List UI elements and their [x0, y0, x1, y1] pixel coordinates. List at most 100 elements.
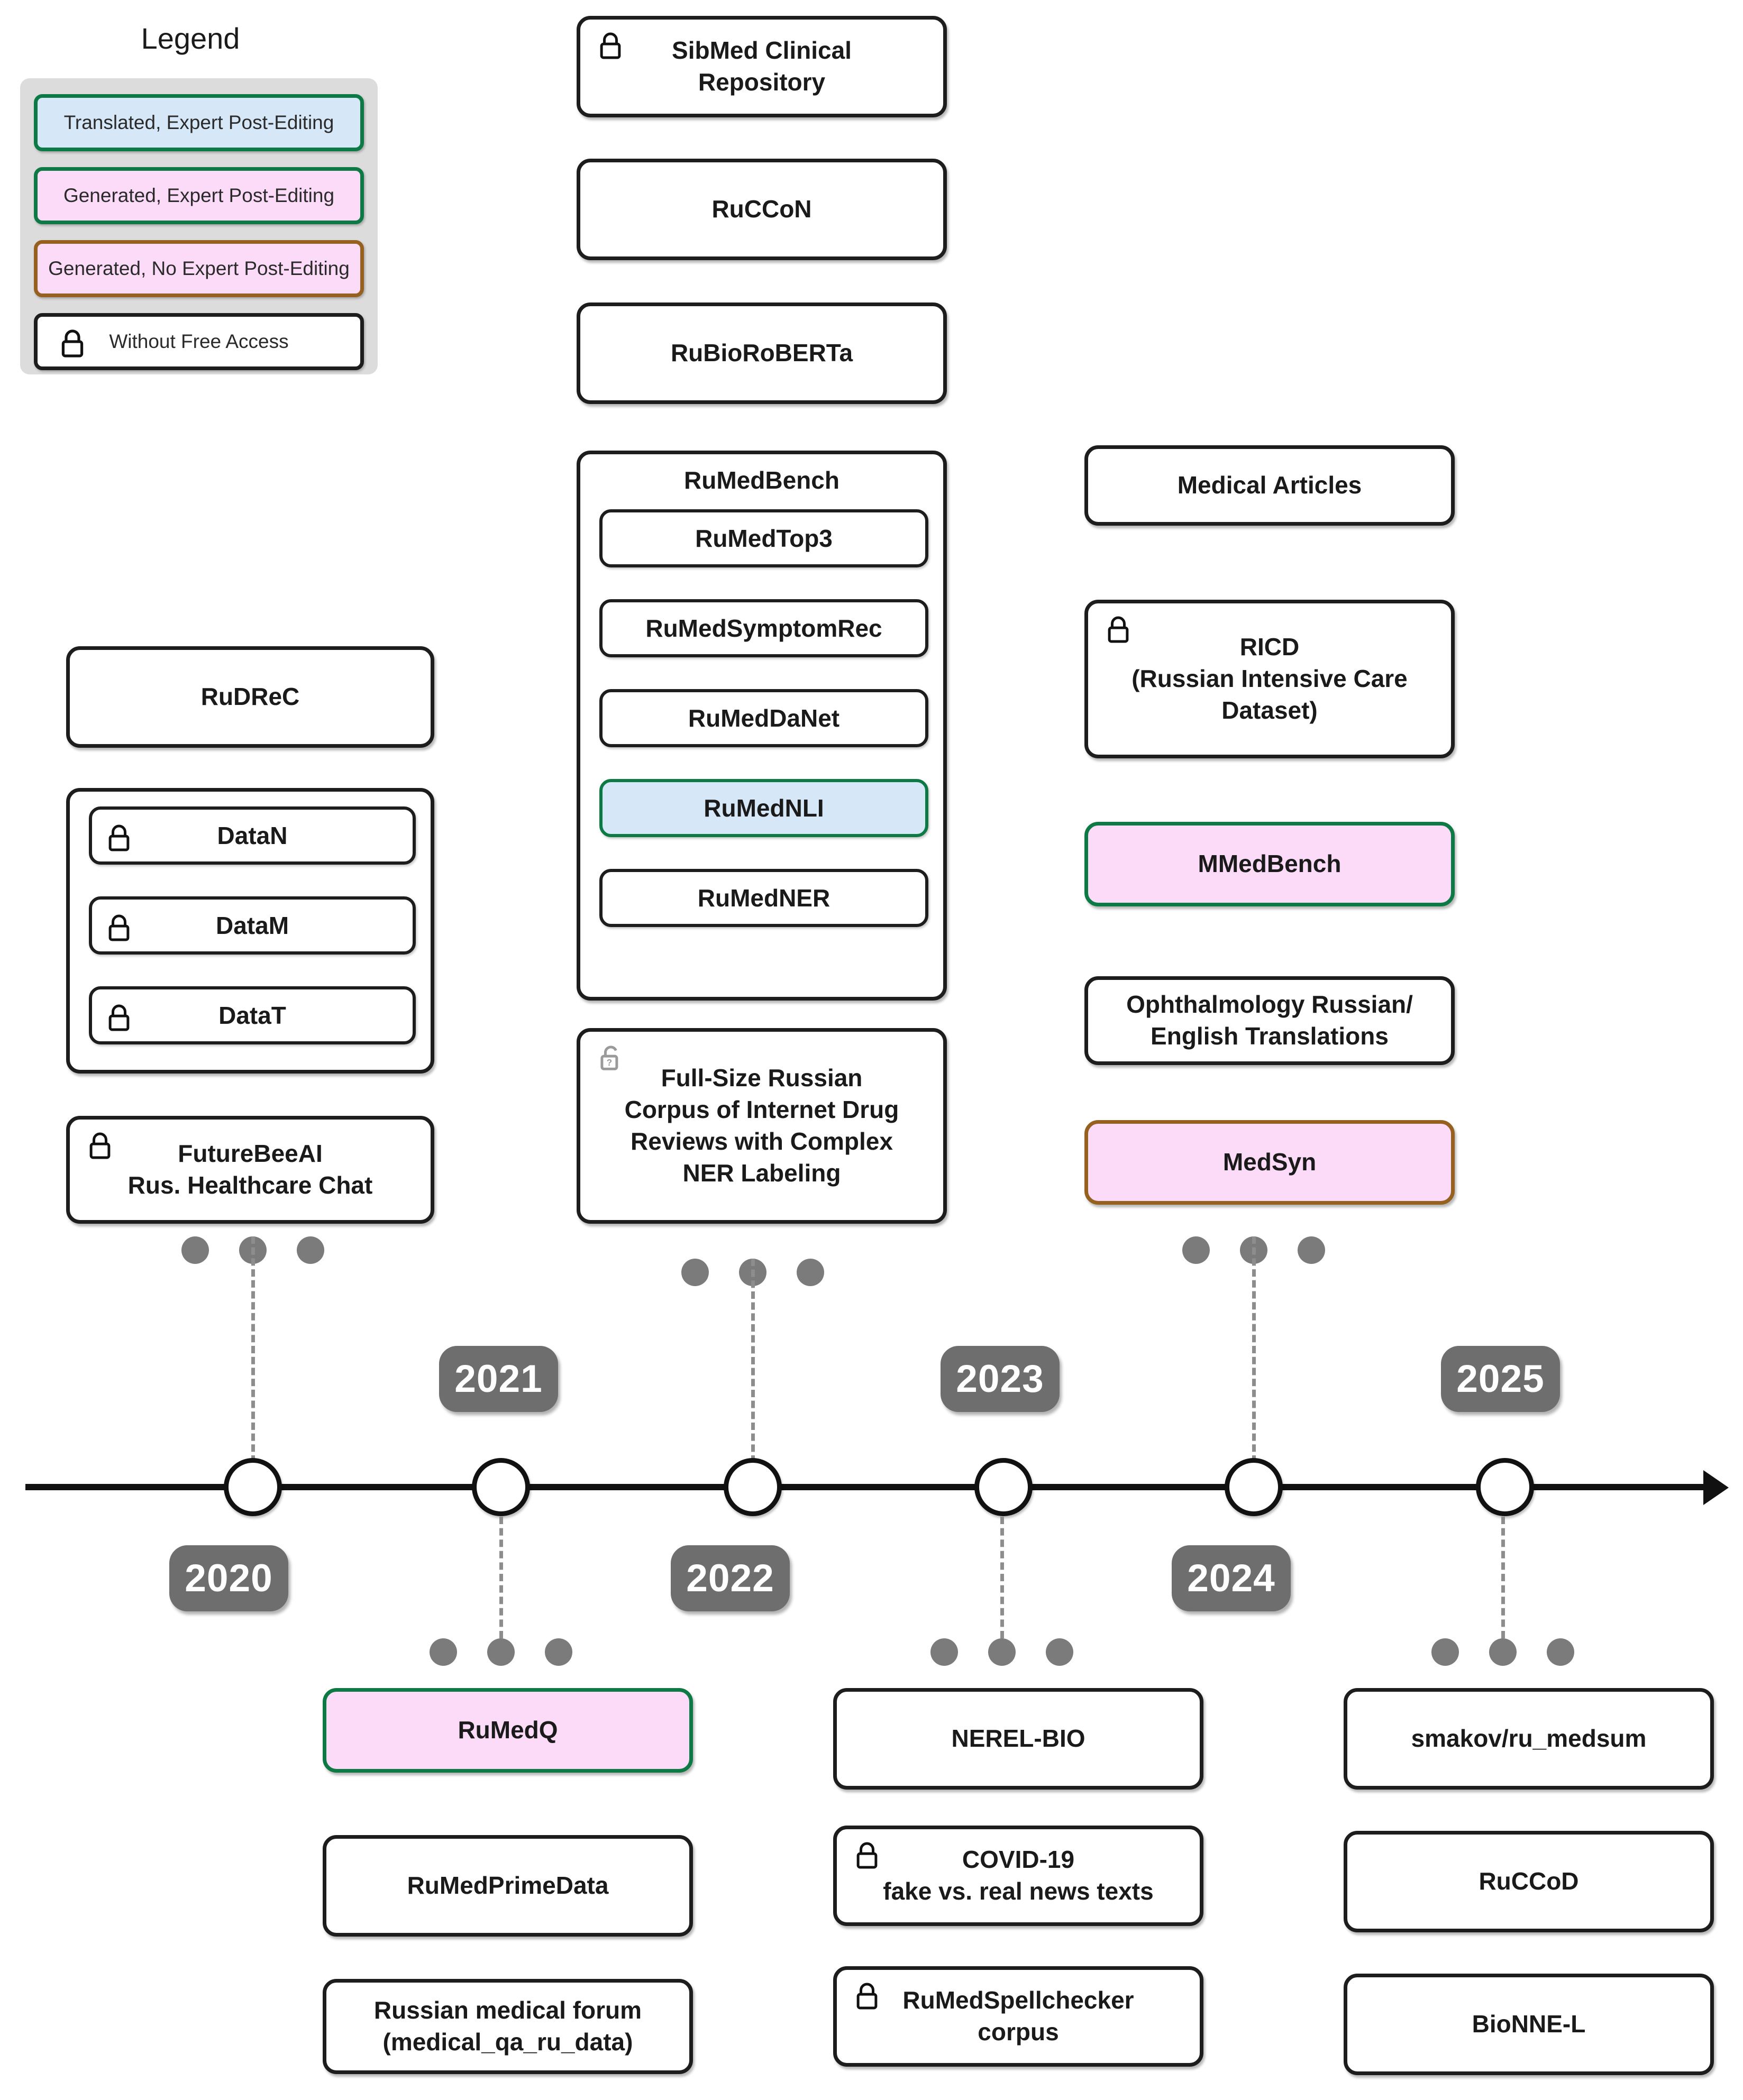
legend-item-label: Generated, Expert Post-Editing — [63, 185, 335, 206]
node-rumednli: RuMedNLI — [599, 779, 928, 837]
node-datan: DataN — [89, 806, 416, 865]
dot — [1431, 1638, 1459, 1666]
node-label: RuCCoD — [1479, 1867, 1579, 1895]
lock-closed-icon — [107, 913, 131, 943]
node-label: Ophthalmology Russian/English Translatio… — [1126, 991, 1413, 1050]
connector-2022 — [751, 1259, 755, 1463]
year-label: 2021 — [454, 1358, 543, 1400]
lock-closed-icon — [107, 1003, 131, 1033]
group-rumedbench: RuMedBench RuMedTop3 RuMedSymptomRec RuM… — [577, 451, 947, 1001]
node-label: RuBioRoBERTa — [670, 339, 853, 367]
node-ruccon: RuCCoN — [577, 159, 947, 260]
lock-closed-icon — [855, 1841, 879, 1870]
dot — [930, 1638, 958, 1666]
node-russian-medical-forum: Russian medical forum(medical_qa_ru_data… — [323, 1979, 693, 2074]
legend-panel: Translated, Expert Post-Editing Generate… — [20, 78, 378, 374]
node-label: RuCCoN — [711, 195, 812, 223]
node-label: MedSyn — [1222, 1148, 1317, 1176]
year-marker-2022: 2022 — [671, 1545, 790, 1611]
legend-item-label: Without Free Access — [109, 331, 289, 352]
dot — [1182, 1236, 1210, 1264]
group-rudrec-subsets: DataN DataM DataT — [66, 788, 434, 1074]
node-label: RuMedSymptomRec — [645, 615, 882, 642]
lock-closed-icon — [60, 328, 85, 359]
year-label: 2024 — [1187, 1557, 1275, 1600]
dot-cluster-2025 — [1431, 1638, 1574, 1666]
node-nerel-bio: NEREL-BIO — [833, 1688, 1203, 1790]
legend-item-label: Translated, Expert Post-Editing — [63, 112, 334, 133]
timeline-node-2024 — [1225, 1458, 1283, 1516]
node-mmedbench: MMedBench — [1084, 822, 1455, 906]
year-marker-2023: 2023 — [941, 1346, 1060, 1412]
lock-closed-icon — [1106, 615, 1130, 645]
dot — [988, 1638, 1016, 1666]
timeline-node-2021 — [472, 1458, 530, 1516]
node-rumedner: RuMedNER — [599, 869, 928, 927]
connector-2023 — [1000, 1517, 1004, 1638]
connector-2021 — [499, 1517, 503, 1638]
node-datam: DataM — [89, 896, 416, 955]
node-label: RuMedQ — [458, 1716, 558, 1744]
legend-item-label: Generated, No Expert Post-Editing — [48, 258, 350, 279]
node-rumedsymptomrec: RuMedSymptomRec — [599, 599, 928, 657]
year-label: 2023 — [956, 1358, 1044, 1400]
node-rumeddanet: RuMedDaNet — [599, 689, 928, 747]
timeline-arrow-icon — [1703, 1470, 1729, 1505]
node-label: RICD (Russian Intensive Care Dataset) — [1131, 633, 1408, 724]
node-label: smakov/ru_medsum — [1411, 1725, 1647, 1753]
connector-2020 — [251, 1236, 255, 1463]
node-label: MMedBench — [1198, 850, 1342, 878]
node-medsyn: MedSyn — [1084, 1120, 1455, 1205]
dot — [181, 1236, 209, 1264]
dot — [297, 1236, 324, 1264]
node-label: RuMedDaNet — [688, 704, 840, 732]
connector-2025 — [1501, 1517, 1505, 1638]
legend-item-without-free-access: Without Free Access — [34, 313, 364, 370]
node-label: RuDReC — [200, 683, 300, 711]
year-marker-2025: 2025 — [1441, 1346, 1560, 1412]
node-rumedtop3: RuMedTop3 — [599, 509, 928, 567]
connector-2024 — [1252, 1236, 1256, 1463]
timeline-node-2023 — [974, 1458, 1033, 1516]
node-label: Medical Articles — [1177, 471, 1362, 499]
node-label: DataT — [218, 1002, 286, 1029]
lock-open-question-icon: ? — [598, 1043, 623, 1073]
dot-cluster-2021 — [430, 1638, 572, 1666]
dot-cluster-2022 — [681, 1259, 824, 1286]
timeline-node-2025 — [1476, 1458, 1534, 1516]
node-label: RuMedNER — [697, 884, 831, 912]
node-label: RuMedPrimeData — [407, 1872, 609, 1900]
dot-cluster-2023 — [930, 1638, 1073, 1666]
svg-text:?: ? — [607, 1057, 613, 1068]
node-datat: DataT — [89, 986, 416, 1044]
dot — [1547, 1638, 1574, 1666]
lock-closed-icon — [107, 823, 131, 853]
legend-item-generated-no-expert: Generated, No Expert Post-Editing — [34, 240, 364, 297]
node-rudrec: RuDReC — [66, 646, 434, 748]
legend-item-translated-expert: Translated, Expert Post-Editing — [34, 94, 364, 151]
node-label: Russian medical forum(medical_qa_ru_data… — [373, 1996, 642, 2056]
node-rumedq: RuMedQ — [323, 1688, 693, 1773]
year-label: 2020 — [185, 1557, 273, 1600]
node-rumedprimedata: RuMedPrimeData — [323, 1835, 693, 1937]
node-ruccod: RuCCoD — [1344, 1831, 1714, 1932]
timeline-node-2020 — [224, 1458, 282, 1516]
node-rubioroberta: RuBioRoBERTa — [577, 302, 947, 404]
dot — [1046, 1638, 1073, 1666]
lock-closed-icon — [598, 31, 623, 61]
year-marker-2021: 2021 — [439, 1346, 558, 1412]
dot — [1298, 1236, 1325, 1264]
dot — [797, 1259, 824, 1286]
node-label: RuMedTop3 — [695, 525, 833, 552]
dot — [487, 1638, 515, 1666]
dot — [430, 1638, 457, 1666]
node-label: BioNNE-L — [1472, 2010, 1586, 2038]
